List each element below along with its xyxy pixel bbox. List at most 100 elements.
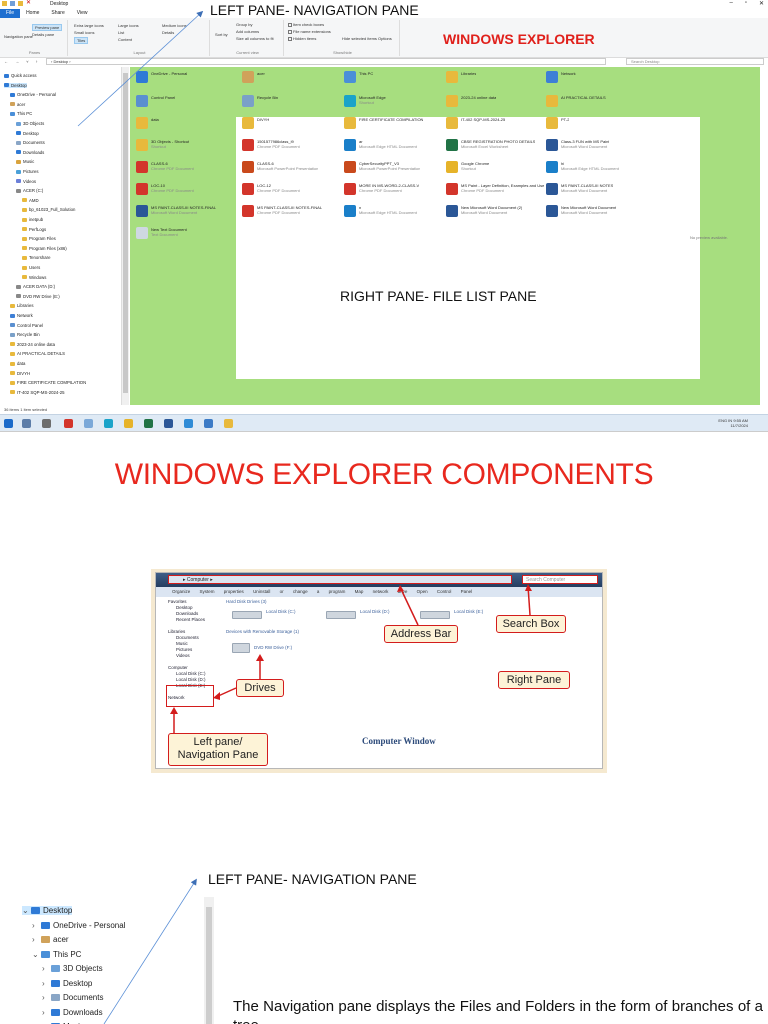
checkbox-icon[interactable] — [288, 22, 292, 27]
nav-item[interactable]: This PC — [10, 111, 32, 116]
chevron-icon[interactable]: › — [42, 1022, 48, 1024]
group-by-button[interactable]: Group by — [236, 22, 253, 27]
file-item[interactable]: OneDrive - Personal — [136, 71, 234, 83]
close-icon[interactable]: ✕ — [758, 1, 764, 7]
nav-item[interactable]: Tenorshare — [22, 255, 51, 260]
preview-pane-button[interactable]: Preview pane — [32, 24, 63, 31]
computer-left-item[interactable]: Pictures — [176, 647, 193, 652]
nav-item[interactable]: data — [10, 361, 25, 366]
nav-item[interactable]: Documents — [16, 140, 45, 145]
computer-left-item[interactable]: Network — [168, 695, 185, 700]
chevron-icon[interactable]: › — [42, 993, 45, 1002]
nav-item[interactable]: ACER DATA (D:) — [16, 284, 55, 289]
mail-icon[interactable] — [204, 419, 213, 428]
nav-item[interactable]: DVD RW Drive (E:) — [16, 294, 60, 299]
computer-search-box[interactable]: Search Computer — [522, 575, 598, 584]
computer-left-item[interactable]: Downloads — [176, 611, 199, 616]
zoom-scrollbar[interactable] — [204, 897, 214, 1024]
toolbar-system-properties[interactable]: System properties — [199, 589, 244, 594]
toolbar-uninstall[interactable]: Uninstall or change a program — [253, 589, 346, 594]
computer-left-item[interactable]: Desktop — [176, 605, 193, 610]
nav-item[interactable]: IT-402 SQP-MS-2024-25 — [10, 390, 65, 395]
task-view-icon[interactable] — [22, 419, 31, 428]
hide-selected-items-button[interactable]: Hide selected items — [342, 36, 377, 41]
excel-icon[interactable] — [144, 419, 153, 428]
computer-left-item[interactable]: Local Disk (D:) — [176, 677, 206, 682]
pdf-icon[interactable] — [64, 419, 73, 428]
layout-small-icons[interactable]: Small icons — [74, 30, 95, 35]
quick-access-toolbar[interactable]: ✕ — [2, 0, 32, 6]
chevron-icon[interactable]: › — [32, 935, 35, 944]
file-item[interactable]: MS Paint - Layer Definition, Examples an… — [446, 183, 544, 195]
chrome-icon[interactable] — [124, 419, 133, 428]
checkbox-icon[interactable] — [288, 29, 292, 34]
size-all-columns-button[interactable]: Size all columns to fit — [236, 36, 274, 41]
navigation-pane-zoom[interactable]: ⌄Desktop›OneDrive - Personal›acer⌄This P… — [18, 897, 216, 1024]
nav-item[interactable]: Users — [22, 265, 40, 270]
nav-item[interactable]: Quick access — [4, 73, 37, 78]
nav-item[interactable]: OneDrive - Personal — [10, 92, 56, 97]
file-item[interactable]: Recycle Bin — [242, 95, 340, 107]
file-item[interactable]: AI PRACTICAL DETAILS — [546, 95, 644, 107]
chevron-icon[interactable]: › — [42, 964, 45, 973]
nav-item[interactable]: inetpub — [22, 217, 43, 222]
nav-item[interactable]: Music — [16, 159, 34, 164]
word-icon[interactable] — [164, 419, 173, 428]
nav-item[interactable]: acer — [10, 102, 25, 107]
minimize-icon[interactable]: – — [729, 0, 733, 6]
layout-extra-large-icons[interactable]: Extra large icons — [74, 23, 104, 28]
drive-d-icon[interactable] — [326, 611, 356, 619]
chevron-icon[interactable]: ⌄ — [22, 906, 29, 915]
file-explorer-icon[interactable] — [224, 419, 233, 428]
computer-left-item[interactable]: Music — [176, 641, 188, 646]
navigation-pane-button[interactable]: Navigation pane — [4, 34, 33, 39]
nav-item[interactable]: PerfLogs — [22, 227, 46, 232]
nav-item[interactable]: AMD — [22, 198, 39, 203]
nav-item[interactable]: Pictures — [16, 169, 39, 174]
layout-list[interactable]: List — [118, 30, 125, 35]
nav-item[interactable]: 2023-24 online data — [10, 342, 55, 347]
add-columns-button[interactable]: Add columns — [236, 29, 260, 34]
computer-left-item[interactable]: Documents — [176, 635, 199, 640]
nav-item[interactable]: Program Files (x86) — [22, 246, 67, 251]
tab-home[interactable]: Home — [26, 10, 40, 16]
options-button[interactable]: Options — [378, 36, 392, 41]
file-item[interactable]: New Microsoft Word Document (2)Microsoft… — [446, 205, 544, 217]
file-item[interactable]: DIVYH — [242, 117, 340, 129]
file-item[interactable]: IT-402 SQP-MS-2024-25 — [446, 117, 544, 129]
file-item[interactable]: PT-2 — [546, 117, 644, 129]
nav-item[interactable]: Recycle Bin — [10, 332, 40, 337]
zoom-nav-item[interactable]: ›acer — [32, 935, 69, 944]
nav-item[interactable]: Desktop — [16, 131, 39, 136]
system-clock[interactable]: ENG IN 9:55 AM 11/7/2024 — [718, 418, 748, 428]
file-item[interactable]: Libraries — [446, 71, 544, 83]
nav-item[interactable]: Control Panel — [10, 323, 43, 328]
sort-by-button[interactable]: Sort by — [215, 32, 228, 37]
layout-medium-icons[interactable]: Medium icons — [162, 23, 187, 28]
computer-left-item[interactable]: Libraries — [168, 629, 186, 634]
nav-item[interactable]: Downloads — [16, 150, 44, 155]
close-small-icon[interactable]: ✕ — [26, 0, 32, 6]
zoom-nav-item[interactable]: ›Documents — [42, 993, 103, 1002]
scroll-thumb[interactable] — [206, 907, 212, 1024]
zoom-nav-item[interactable]: ⌄This PC — [32, 950, 81, 959]
properties-icon[interactable] — [10, 1, 15, 6]
settings-icon[interactable] — [42, 419, 51, 428]
tab-share[interactable]: Share — [51, 10, 65, 16]
drive-e-icon[interactable] — [420, 611, 450, 619]
